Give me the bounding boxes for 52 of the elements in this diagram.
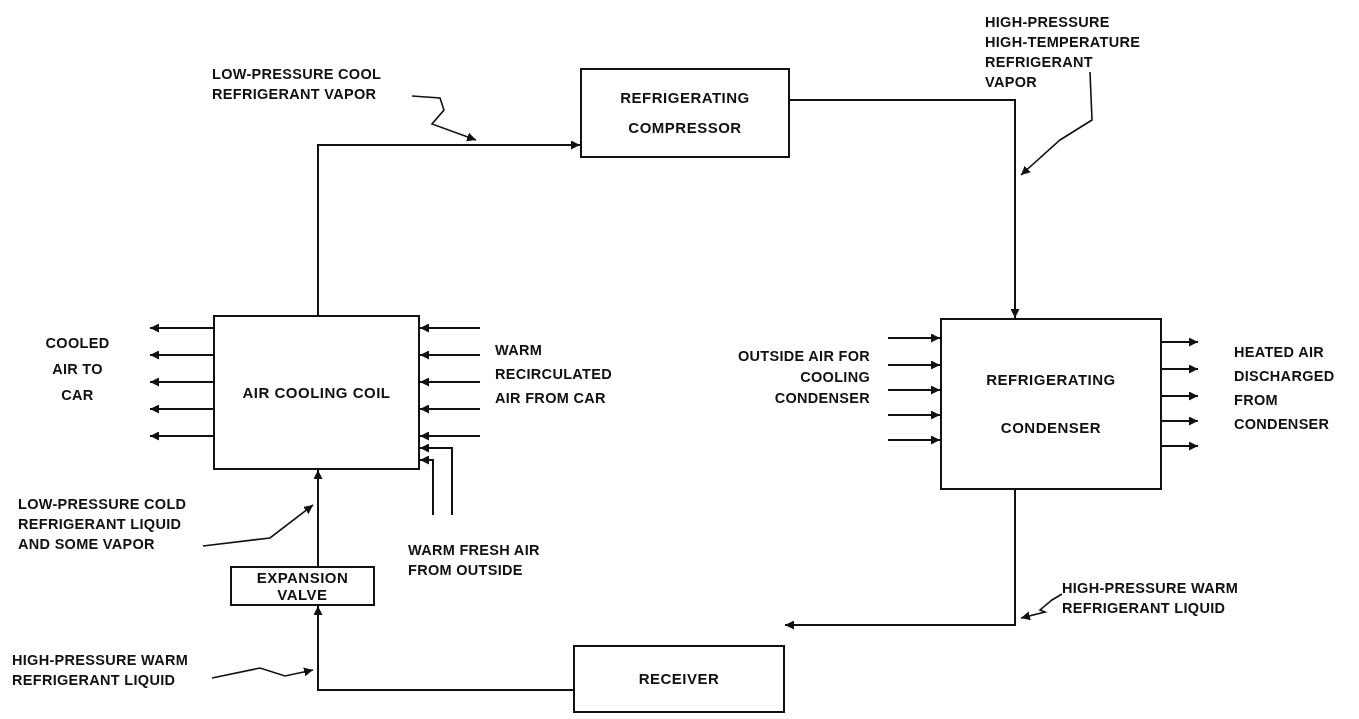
air-flow-arrow xyxy=(1161,337,1199,347)
air-flow-arrow xyxy=(419,443,453,516)
annotation-text: LOW-PRESSURE COLD REFRIGERANT LIQUID AND SOME VAPOR xyxy=(18,494,203,554)
air-flow-arrow xyxy=(149,431,214,441)
air-flow-arrow xyxy=(419,350,481,360)
air-flow-arrow xyxy=(887,360,941,370)
refrigerant-line xyxy=(313,469,323,567)
annotation-text: LOW-PRESSURE COOL REFRIGERANT VAPOR xyxy=(212,64,412,104)
process-box xyxy=(940,318,1162,490)
air-label: WARM RECIRCULATED AIR FROM CAR xyxy=(495,341,613,408)
box-label: RECEIVER xyxy=(638,669,720,689)
air-flow-arrow xyxy=(887,435,941,445)
air-label: COOLED AIR TO CAR xyxy=(44,334,111,405)
air-label: HEATED AIR DISCHARGED FROM CONDENSER xyxy=(1234,343,1336,434)
air-flow-arrow xyxy=(419,431,481,441)
air-flow-arrow xyxy=(1161,364,1199,374)
leader-line xyxy=(211,667,314,679)
process-box xyxy=(573,645,785,713)
air-flow-arrow xyxy=(149,404,214,414)
air-flow-arrow xyxy=(1161,441,1199,451)
air-flow-arrow xyxy=(1161,416,1199,426)
air-flow-arrow xyxy=(887,385,941,395)
air-flow-arrow xyxy=(149,377,214,387)
air-flow-arrow xyxy=(419,323,481,333)
process-box xyxy=(213,315,420,470)
air-flow-arrow xyxy=(887,410,941,420)
air-flow-arrow xyxy=(419,404,481,414)
annotation-text: HIGH-PRESSURE WARM REFRIGERANT LIQUID xyxy=(1062,578,1272,618)
air-flow-arrow xyxy=(887,333,941,343)
air-label: OUTSIDE AIR FOR COOLING CONDENSER xyxy=(736,347,870,408)
leader-line xyxy=(1020,71,1093,176)
process-box xyxy=(580,68,790,158)
box-label: REFRIGERATING COMPRESSOR xyxy=(619,88,751,138)
refrigerant-line xyxy=(789,99,1020,319)
annotation-text: HIGH-PRESSURE HIGH-TEMPERATURE REFRIGERANT VAPOR xyxy=(985,12,1145,92)
air-flow-arrow xyxy=(419,377,481,387)
air-flow-arrow xyxy=(149,323,214,333)
leader-line xyxy=(1020,593,1063,621)
air-flow-arrow xyxy=(1161,391,1199,401)
annotation-text: HIGH-PRESSURE WARM REFRIGERANT LIQUID xyxy=(12,650,212,690)
box-label: AIR COOLING COIL xyxy=(242,382,391,403)
air-flow-arrow xyxy=(419,455,434,516)
leader-line xyxy=(411,95,477,142)
refrigerant-line xyxy=(784,489,1016,630)
box-label: EXPANSION VALVE xyxy=(255,569,350,603)
box-label: REFRIGERATING CONDENSER xyxy=(985,370,1117,438)
air-flow-arrow xyxy=(149,350,214,360)
refrigerant-line xyxy=(317,140,581,316)
leader-line xyxy=(202,504,314,547)
process-box xyxy=(230,566,375,606)
air-label: WARM FRESH AIR FROM OUTSIDE xyxy=(408,541,541,580)
refrigerant-line xyxy=(313,605,574,691)
